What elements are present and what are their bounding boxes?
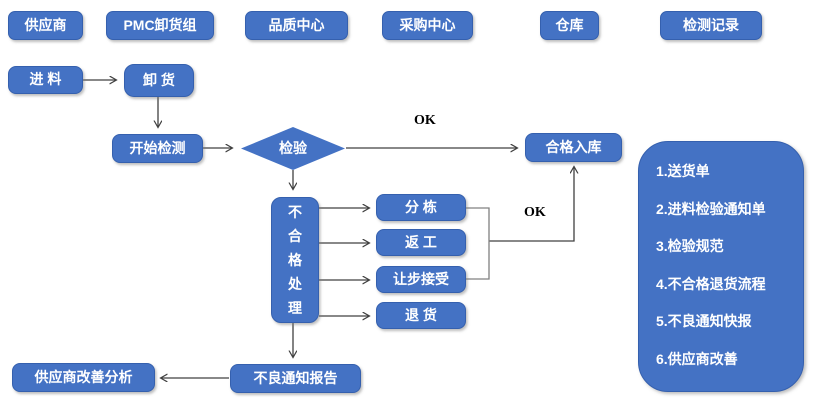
documents-panel: 1.送货单 2.进料检验通知单 3.检验规范 4.不合格退货流程 5.不良通知快… (638, 141, 804, 392)
node-inspection-decision: 检验 (241, 127, 345, 170)
document-item-nonconforming-return-process: 4.不合格退货流程 (656, 275, 766, 292)
lane-header-pmc-unloading-group: PMC卸货组 (106, 11, 214, 40)
node-sorting: 分 栋 (376, 194, 466, 221)
node-return-goods: 退 货 (376, 302, 466, 329)
lane-header-supplier: 供应商 (8, 11, 83, 40)
document-item-supplier-improvement: 6.供应商改善 (656, 350, 738, 367)
node-nonconforming-handling: 不合格处理 (271, 197, 319, 323)
ok-label-accept: OK (414, 113, 436, 128)
node-supplier-improvement-analysis: 供应商改善分析 (12, 363, 155, 392)
node-defect-notice-report: 不良通知报告 (230, 364, 361, 393)
node-start-inspection: 开始检测 (112, 134, 203, 163)
node-unload: 卸 货 (124, 64, 194, 97)
document-item-inspection-specification: 3.检验规范 (656, 238, 724, 255)
lane-header-quality-center: 品质中心 (245, 11, 348, 40)
document-item-defect-notice-bulletin: 5.不良通知快报 (656, 313, 752, 330)
node-concession-accept: 让步接受 (376, 266, 466, 293)
lane-header-purchasing-center: 采购中心 (382, 11, 473, 40)
lane-header-inspection-records: 检测记录 (660, 11, 762, 40)
document-item-incoming-inspection-notice: 2.进料检验通知单 (656, 200, 766, 217)
node-incoming-material: 进 料 (8, 66, 83, 94)
node-qualified-storage: 合格入库 (525, 133, 622, 162)
connector-ok-to-qualified (489, 167, 574, 242)
node-rework: 返 工 (376, 229, 466, 256)
node-nonconforming-handling-label: 不合格处理 (288, 204, 302, 316)
lane-header-warehouse: 仓库 (540, 11, 599, 40)
ok-label-disposition: OK (524, 205, 546, 220)
bracket-sorting-concession (466, 207, 490, 280)
document-item-delivery-note: 1.送货单 (656, 163, 710, 179)
